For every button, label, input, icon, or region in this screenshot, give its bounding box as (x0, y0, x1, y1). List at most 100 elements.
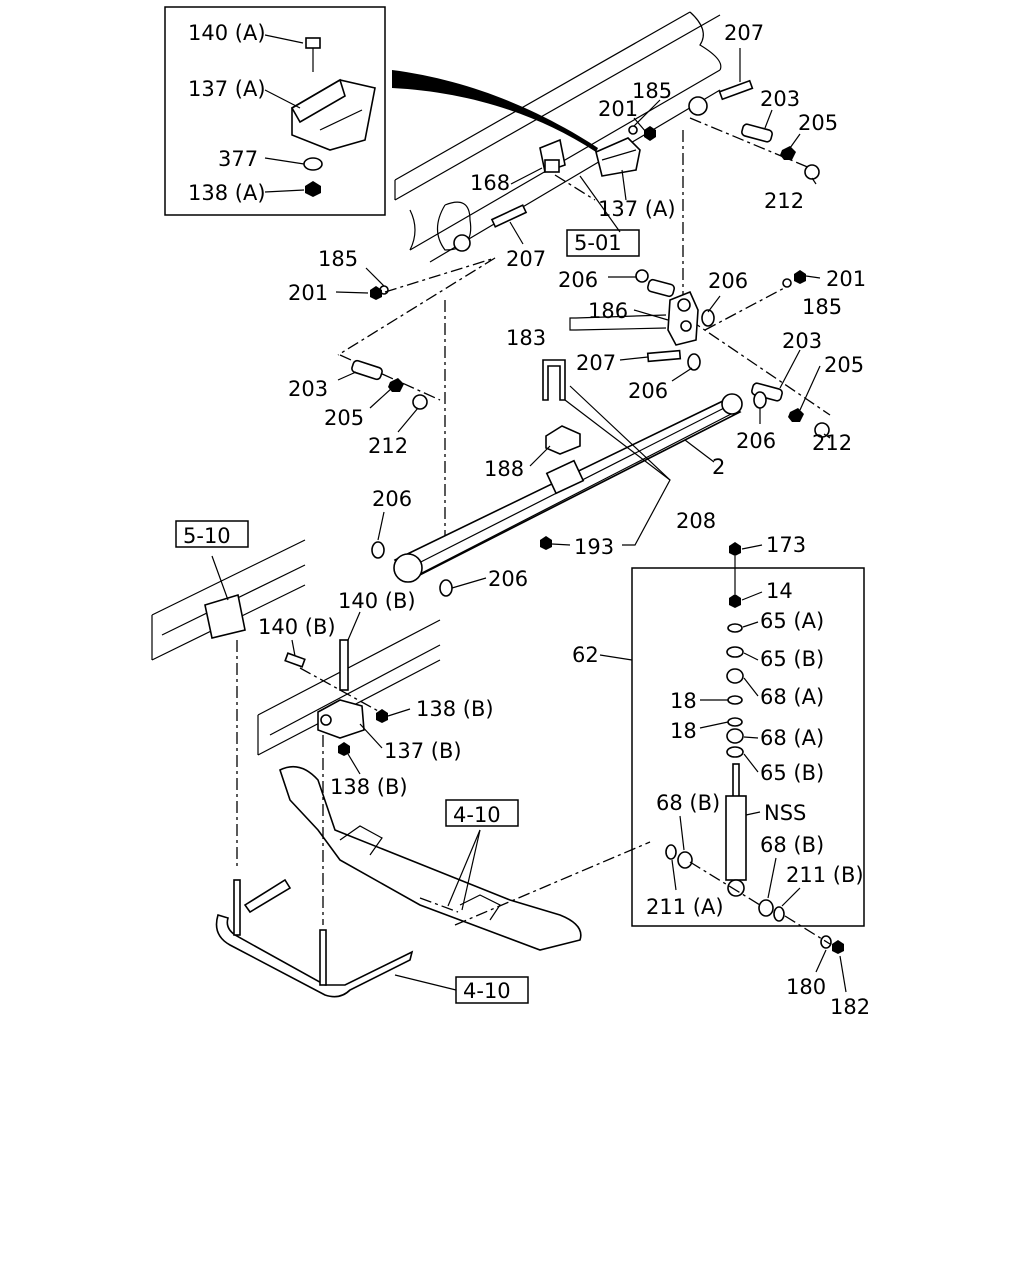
label-212-left: 212 (368, 434, 408, 458)
upper-left-hardware (370, 204, 528, 300)
inset-nut-138a (305, 181, 321, 197)
assembly-line-right-1 (704, 284, 791, 331)
label-140a-inset: 140 (A) (188, 21, 266, 45)
label-185-right: 185 (802, 295, 842, 319)
assembly-line-upper-3 (554, 174, 596, 201)
label-206-c: 206 (628, 379, 668, 403)
label-203-right: 203 (782, 329, 822, 353)
inset-bracket-137a (290, 78, 376, 151)
nut-138b-bottom (338, 742, 350, 756)
bushing-68b-right (758, 899, 774, 917)
label-68a-1: 68 (A) (760, 685, 824, 709)
shock-kit-frame (631, 567, 865, 927)
inset-bolt-140a (305, 37, 321, 72)
nut-182 (832, 940, 844, 954)
label-185-left: 185 (318, 247, 358, 271)
label-182: 182 (830, 995, 870, 1019)
ref-box-5-10 (175, 520, 249, 548)
label-180: 180 (786, 975, 826, 999)
label-211b: 211 (B) (786, 863, 864, 887)
assembly-line-4-10 (419, 897, 459, 913)
label-5-01: 5-01 (574, 231, 622, 255)
label-4-10-b: 4-10 (463, 979, 511, 1003)
inset-pointer-arrow (392, 70, 598, 152)
label-205-top: 205 (798, 111, 838, 135)
label-203-top: 203 (760, 87, 800, 111)
label-62: 62 (572, 643, 599, 667)
label-140b-top: 140 (B) (338, 589, 416, 613)
nut-138b-right (376, 709, 388, 723)
washer-211b (773, 906, 785, 922)
front-axle (279, 765, 582, 951)
label-207-left: 207 (506, 247, 546, 271)
shackle-183 (667, 290, 699, 346)
label-201-right: 201 (826, 267, 866, 291)
label-201-left: 201 (288, 281, 328, 305)
bushing-68b-left (677, 851, 693, 869)
callout-labels: 140 (A) 137 (A) 377 138 (A) 207 185 201 … (183, 21, 870, 1019)
label-183: 183 (506, 326, 546, 350)
label-nss: NSS (764, 801, 806, 825)
leader-lines (211, 34, 847, 993)
shackle-hardware (635, 269, 830, 438)
left-pin-group (351, 359, 428, 410)
label-68b-left: 68 (B) (656, 791, 720, 815)
label-212-right: 212 (812, 431, 852, 455)
label-201-top: 201 (598, 97, 638, 121)
washer-206-bottom (439, 579, 453, 597)
shock-absorber-nss (725, 763, 747, 897)
label-211a: 211 (A) (646, 895, 724, 919)
assembly-line-upper-4 (689, 117, 811, 169)
ref-box-5-01 (566, 229, 640, 257)
label-138b-right: 138 (B) (416, 697, 494, 721)
bumper-188 (545, 425, 581, 455)
label-137a-inset: 137 (A) (188, 77, 266, 101)
label-137a: 137 (A) (598, 197, 676, 221)
label-206-b: 206 (708, 269, 748, 293)
label-5-10: 5-10 (183, 524, 231, 548)
bracket-5-10 (204, 593, 246, 639)
label-4-10-a: 4-10 (453, 803, 501, 827)
stabilizer-bar (215, 878, 414, 998)
leaf-spring-2 (393, 393, 743, 583)
bolt-140b-left (284, 652, 306, 668)
bracket-137a (595, 137, 641, 177)
label-65b-1: 65 (B) (760, 647, 824, 671)
label-207-mid: 207 (576, 351, 616, 375)
ref-box-4-10-a (445, 799, 519, 827)
label-203-left: 203 (288, 377, 328, 401)
label-186: 186 (588, 299, 628, 323)
label-65b-2: 65 (B) (760, 761, 824, 785)
label-18-2: 18 (670, 719, 697, 743)
assembly-line-upper-1 (337, 257, 496, 356)
label-206-d: 206 (736, 429, 776, 453)
ref-box-4-10-b (455, 976, 529, 1004)
label-377: 377 (218, 147, 258, 171)
inset-frame (164, 6, 386, 216)
label-206-f: 206 (488, 567, 528, 591)
shock-hardware-stack (726, 542, 744, 758)
label-212-top: 212 (764, 189, 804, 213)
label-208: 208 (676, 509, 716, 533)
label-18-1: 18 (670, 689, 697, 713)
u-bolt-208 (542, 359, 566, 401)
assembly-line-right-2 (689, 319, 831, 416)
label-207-top: 207 (724, 21, 764, 45)
label-65a: 65 (A) (760, 609, 824, 633)
assembly-line-shock (454, 841, 831, 945)
label-173: 173 (766, 533, 806, 557)
label-185-top: 185 (632, 79, 672, 103)
frame-rail-upper (394, 11, 722, 263)
label-206-a: 206 (558, 268, 598, 292)
label-206-e: 206 (372, 487, 412, 511)
label-14: 14 (766, 579, 793, 603)
label-138a-inset: 138 (A) (188, 181, 266, 205)
inset-washer-377 (303, 157, 323, 171)
label-188: 188 (484, 457, 524, 481)
label-138b-bottom: 138 (B) (330, 775, 408, 799)
washer-206-left (371, 541, 385, 559)
label-168: 168 (470, 171, 510, 195)
label-137b: 137 (B) (384, 739, 462, 763)
label-205-left: 205 (324, 406, 364, 430)
